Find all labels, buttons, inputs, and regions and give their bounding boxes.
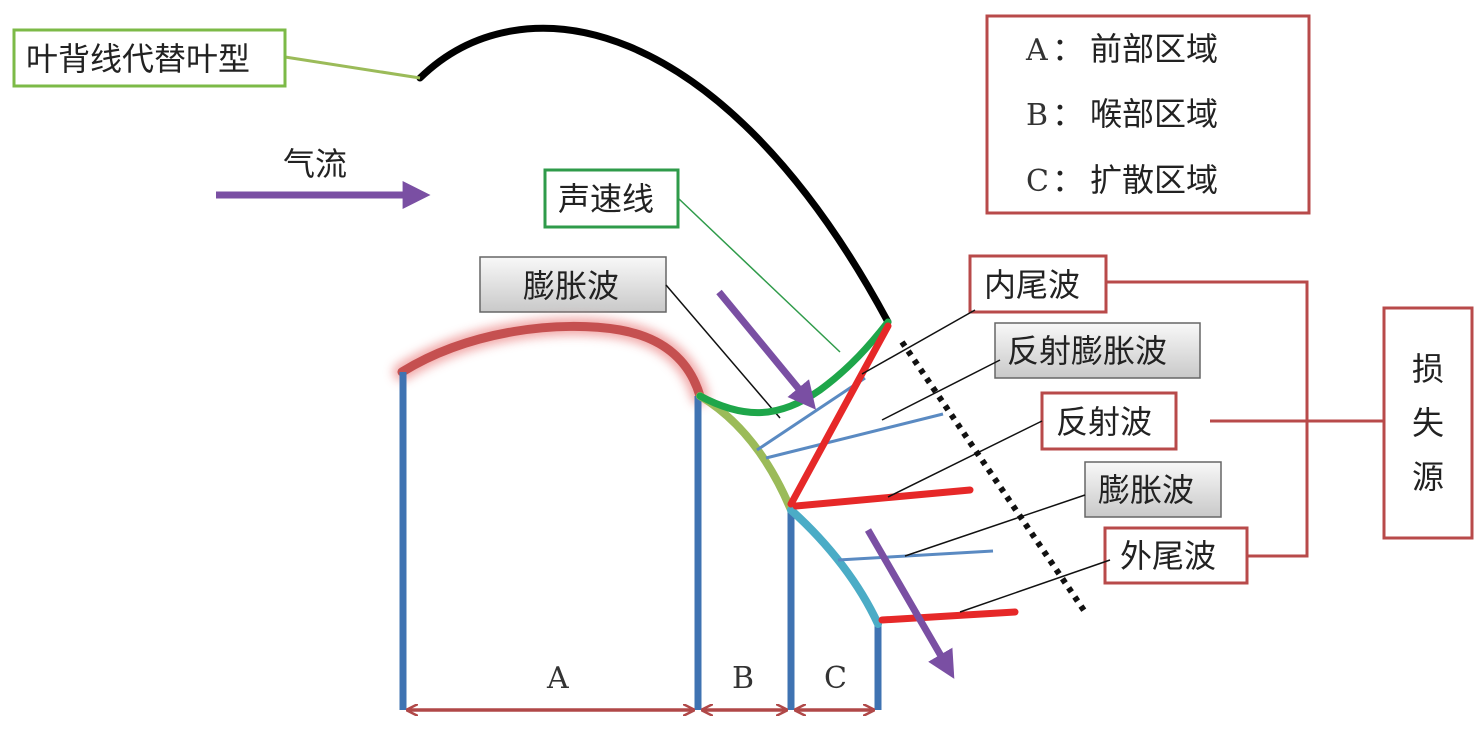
reflected-expansion-wave-leader — [881, 359, 1001, 421]
legend-item-b: B ： 喉部区域 — [1026, 95, 1218, 133]
outer-tail-wave-label: 外尾波 — [1120, 537, 1216, 575]
reflected-shock — [792, 486, 974, 510]
svg-text:喉部区域: 喉部区域 — [1090, 95, 1218, 133]
svg-text:扩散区域: 扩散区域 — [1090, 161, 1218, 199]
region-label-b: B — [732, 661, 754, 696]
expansion-fan-line-2 — [765, 412, 944, 460]
sonic-line — [696, 318, 892, 416]
diffuser-curve — [787, 506, 882, 628]
loss-source-char-3: 源 — [1412, 458, 1444, 496]
airflow-label: 气流 — [283, 145, 347, 183]
flow-arrow-lower — [864, 528, 955, 679]
blade-label: 叶背线代替叶型 — [26, 40, 250, 78]
legend-box — [985, 14, 1311, 215]
blade-label-box — [12, 28, 287, 88]
sonic-line-label: 声速线 — [558, 180, 654, 218]
expansion-fan-line-1 — [756, 376, 866, 452]
loss-source-char-2: 失 — [1412, 404, 1444, 442]
svg-text:B: B — [1026, 98, 1048, 133]
expansion-wave-bottom-box — [1084, 461, 1222, 518]
svg-text:C: C — [1026, 164, 1049, 199]
outer-tail-wave-leader — [959, 559, 1111, 613]
sonic-line-leader — [677, 197, 841, 353]
svg-text:：: ： — [1052, 161, 1084, 199]
legend-item-c: C ： 扩散区域 — [1026, 161, 1218, 199]
svg-text:：: ： — [1052, 95, 1084, 133]
inner-tail-shock — [787, 322, 892, 508]
svg-text:：: ： — [1052, 30, 1084, 68]
outer-tail-shock — [878, 608, 1019, 624]
blade-label-leader — [284, 55, 421, 80]
expansion-wave-bottom-leader — [904, 494, 1086, 557]
leading-curve — [397, 321, 705, 401]
inner-tail-wave-box — [968, 254, 1108, 314]
reflected-wave-leader — [887, 420, 1043, 498]
region-label-a: A — [546, 661, 569, 696]
reflected-expansion-wave-box — [994, 322, 1201, 379]
svg-text:A: A — [1025, 33, 1048, 68]
loss-source-box — [1382, 306, 1474, 540]
region-label-c: C — [824, 661, 847, 696]
expansion-wave-top-leader — [665, 284, 781, 419]
sonic-line-label-box — [543, 168, 680, 229]
inner-tail-wave-leader — [861, 309, 976, 375]
expansion-fan-line-3 — [837, 549, 994, 562]
reflected-wave-label: 反射波 — [1056, 403, 1152, 441]
flow-arrow-upper — [716, 289, 817, 410]
inner-tail-wave-label: 内尾波 — [984, 266, 1080, 304]
outer-tail-wave-box — [1103, 526, 1249, 585]
legend-item-a: A ： 前部区域 — [1025, 30, 1218, 68]
blade-suction-curve — [416, 24, 892, 326]
reflected-expansion-wave-label: 反射膨胀波 — [1007, 332, 1167, 370]
expansion-wave-bottom-label: 膨胀波 — [1098, 471, 1194, 509]
loss-source-char-1: 损 — [1412, 350, 1444, 388]
svg-text:前部区域: 前部区域 — [1090, 30, 1218, 68]
loss-bracket — [1106, 280, 1309, 558]
expansion-wave-top-label: 膨胀波 — [523, 267, 619, 305]
expansion-wave-top-box — [479, 256, 667, 313]
